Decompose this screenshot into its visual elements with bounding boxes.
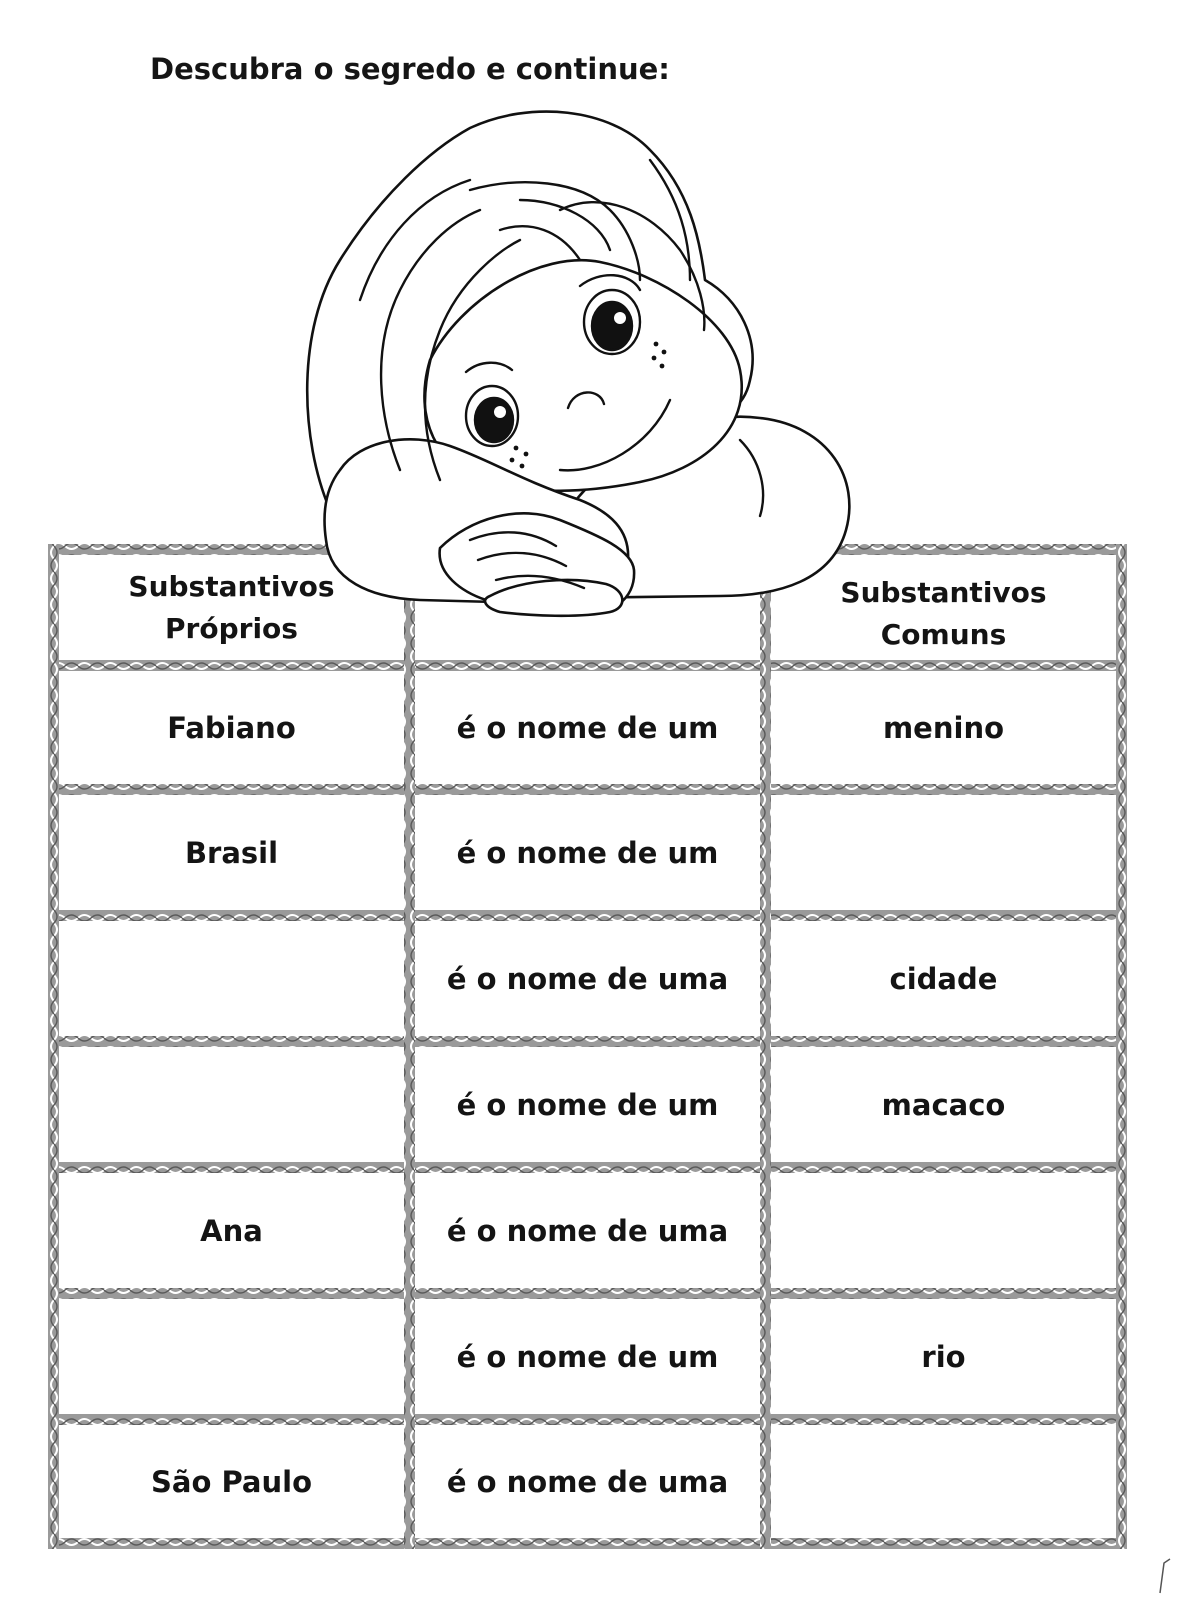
header-right-line-2: Comuns <box>880 617 1007 651</box>
cell-frase: é o nome de uma <box>446 1464 729 1499</box>
border-v-3 <box>1116 544 1127 1549</box>
border-v-2 <box>760 544 771 1549</box>
border-h-8 <box>50 1538 1127 1549</box>
cell-proprio[interactable] <box>59 921 404 1036</box>
header-left-line-2: Próprios <box>165 611 298 645</box>
border-h-2 <box>50 784 1127 795</box>
cell-comum[interactable]: menino <box>882 710 1005 745</box>
header-left-line-1: Substantivos <box>128 569 335 603</box>
cell-comum[interactable] <box>771 795 1116 910</box>
cell-frase: é o nome de uma <box>446 961 729 996</box>
cell-proprio: São Paulo <box>150 1464 313 1499</box>
border-h-4 <box>50 1036 1127 1047</box>
cell-proprio: Brasil <box>184 835 279 870</box>
cell-frase: é o nome de um <box>456 1087 719 1122</box>
header-substantivos-proprios: Substantivos Próprios <box>59 555 404 660</box>
cell-frase: é o nome de um <box>456 835 719 870</box>
cell-comum: cidade <box>889 961 998 996</box>
border-h-5 <box>50 1162 1127 1173</box>
cell-comum: rio <box>921 1339 966 1374</box>
cell-comum[interactable] <box>771 1425 1116 1538</box>
header-middle <box>415 555 760 660</box>
border-h-1 <box>50 660 1127 671</box>
cell-comum[interactable] <box>771 1173 1116 1288</box>
cell-frase: é o nome de um <box>456 710 719 745</box>
cell-proprio: Ana <box>200 1213 263 1248</box>
border-v-0 <box>48 544 59 1549</box>
cell-frase: é o nome de uma <box>446 1213 729 1248</box>
scan-edge-mark <box>1159 1558 1171 1594</box>
cell-frase: é o nome de um <box>456 1339 719 1374</box>
header-right-line-1: Substantivos <box>840 575 1047 609</box>
cell-proprio[interactable] <box>59 1299 404 1414</box>
cell-comum: macaco <box>881 1087 1006 1122</box>
header-substantivos-comuns: Substantivos Comuns <box>771 555 1116 660</box>
worksheet-title: Descubra o segredo e continue: <box>150 52 670 86</box>
cell-proprio: Fabiano <box>167 710 296 745</box>
border-h-3 <box>50 910 1127 921</box>
border-h-6 <box>50 1288 1127 1299</box>
border-h-7 <box>50 1414 1127 1425</box>
cell-proprio[interactable] <box>59 1047 404 1162</box>
border-v-1 <box>404 544 415 1549</box>
